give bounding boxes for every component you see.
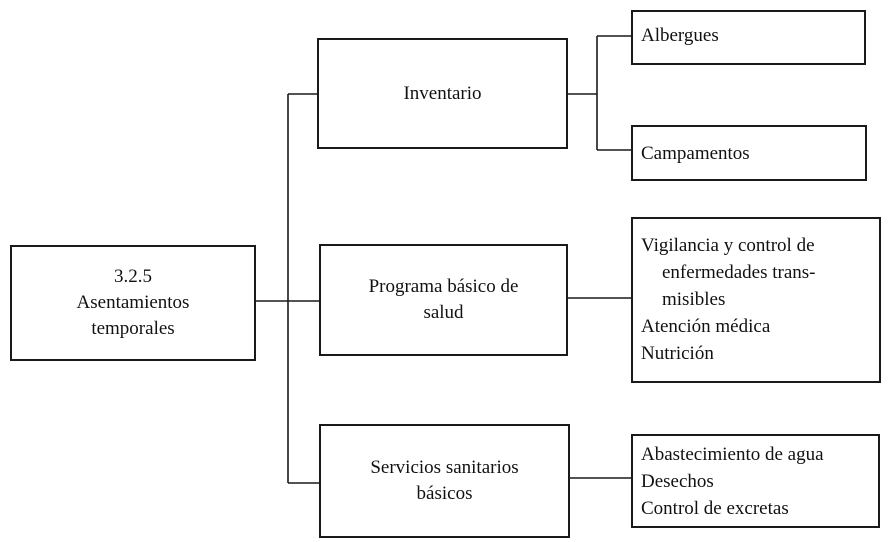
leaf-albergues: Albergues xyxy=(631,10,866,65)
branch-salud-line-2: salud xyxy=(423,302,464,323)
leaf-campamentos: Campamentos xyxy=(631,125,867,181)
branch-servicios-line-2: básicos xyxy=(416,483,473,504)
root-line-1: 3.2.5 xyxy=(114,266,152,287)
servicios-item-2: Desechos xyxy=(641,471,714,492)
salud-item-5: Nutrición xyxy=(641,343,714,364)
leaf-campamentos-label: Campamentos xyxy=(641,143,750,164)
servicios-item-3: Control de excretas xyxy=(641,498,789,519)
branch-salud: Programa básico de salud xyxy=(319,244,568,356)
branch-inventario-label: Inventario xyxy=(403,82,482,104)
branch-inventario: Inventario xyxy=(317,38,568,149)
salud-item-2: enfermedades trans- xyxy=(662,262,816,283)
salud-items-box: Vigilancia y control de enfermedades tra… xyxy=(631,217,881,383)
leaf-albergues-label: Albergues xyxy=(641,25,719,46)
branch-salud-line-1: Programa básico de xyxy=(368,276,519,297)
salud-item-3: misibles xyxy=(662,289,726,310)
servicios-item-1: Abastecimiento de agua xyxy=(641,444,824,465)
root-node: 3.2.5 Asentamientos temporales xyxy=(10,245,256,361)
salud-item-4: Atención médica xyxy=(641,316,771,337)
salud-item-1: Vigilancia y control de xyxy=(641,235,815,256)
branch-servicios-line-1: Servicios sanitarios xyxy=(370,457,519,478)
servicios-items-box: Abastecimiento de agua Desechos Control … xyxy=(631,434,880,528)
root-line-3: temporales xyxy=(91,318,175,339)
root-line-2: Asentamientos xyxy=(76,292,190,313)
branch-servicios: Servicios sanitarios básicos xyxy=(319,424,570,538)
